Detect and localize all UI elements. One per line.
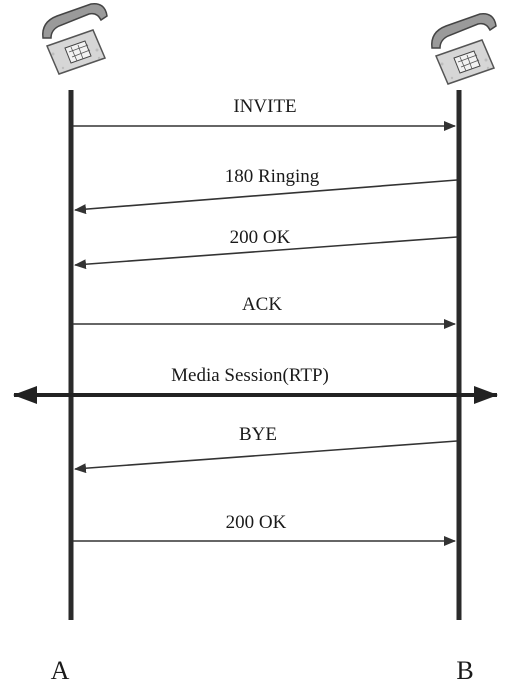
message-arrow-200-ok	[74, 236, 458, 270]
message-label-invite: INVITE	[233, 96, 296, 117]
message-arrow-bye	[74, 440, 458, 474]
message-label-ack: ACK	[242, 294, 282, 315]
telephone-a-icon	[42, 3, 108, 75]
telephone-b-icon	[431, 13, 497, 85]
message-label-200-ok-final: 200 OK	[226, 512, 287, 533]
message-label-bye: BYE	[239, 424, 277, 445]
endpoint-label-a: A	[51, 656, 70, 685]
message-arrow-180-ringing	[74, 179, 458, 215]
message-label-media-session: Media Session(RTP)	[171, 365, 329, 386]
message-label-180-ringing: 180 Ringing	[225, 166, 320, 187]
message-label-200-ok: 200 OK	[230, 227, 291, 248]
endpoint-label-b: B	[456, 656, 473, 685]
